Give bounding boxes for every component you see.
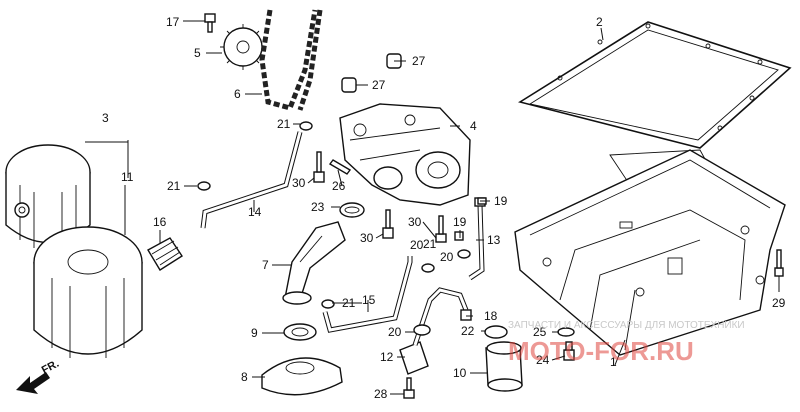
- callout-26: 26: [332, 179, 346, 193]
- oil-pump: [339, 103, 471, 206]
- callout-29: 29: [772, 296, 786, 310]
- callout-1: 1: [610, 355, 617, 369]
- callout-27a: 27: [412, 54, 426, 68]
- oil-strainer-pipe: [282, 221, 346, 305]
- callout-21d: 21: [423, 237, 437, 251]
- callout-17: 17: [166, 15, 180, 29]
- callout-20c: 20: [410, 238, 424, 252]
- callout-2: 2: [596, 15, 603, 29]
- direction-arrow-icon: [16, 372, 50, 394]
- callout-14: 14: [248, 205, 262, 219]
- sprocket-bolt: [204, 13, 216, 33]
- callout-19a: 19: [494, 194, 508, 208]
- callout-9: 9: [251, 326, 258, 340]
- callout-23: 23: [311, 200, 325, 214]
- oil-pump-chain: [259, 9, 323, 112]
- callout-21b: 21: [277, 117, 291, 131]
- callout-6: 6: [234, 87, 241, 101]
- callout-4: 4: [470, 119, 477, 133]
- bolt-18: [460, 309, 472, 321]
- callout-30b: 30: [360, 231, 374, 245]
- oil-pump-sprocket: [220, 24, 266, 70]
- watermark-tagline: ЗАПЧАСТИ И АКСЕССУАРЫ ДЛЯ МОТОТЕХНИКИ: [508, 320, 745, 331]
- bolt-28: [403, 377, 415, 399]
- bolt-29: [774, 249, 784, 277]
- callout-numbers: 1 2 3 4 5 6 7 8 9 10 11 12 13 14 15 16 1…: [102, 15, 786, 401]
- bolt-30-center: [382, 209, 394, 239]
- oil-pipe-b: [322, 256, 413, 333]
- callout-11: 11: [121, 170, 134, 184]
- leader-lines: [85, 20, 780, 395]
- callout-28: 28: [374, 387, 388, 401]
- callout-30c: 30: [408, 215, 422, 229]
- callout-22: 22: [461, 324, 475, 338]
- bolt-30-right: [435, 215, 447, 243]
- oil-pipe-a: [200, 131, 303, 229]
- seal-9: [283, 323, 317, 341]
- callout-25: 25: [533, 325, 547, 339]
- callout-15: 15: [362, 293, 376, 307]
- oil-pipe-13: [468, 197, 486, 281]
- callout-30a: 30: [292, 176, 306, 190]
- oil-strainer: [261, 357, 343, 396]
- callout-12: 12: [380, 350, 394, 364]
- collar-lower: [341, 77, 357, 93]
- direction-label: FR.: [40, 358, 61, 377]
- watermark-brand: MOTO-FOR.RU: [508, 336, 694, 366]
- callout-7: 7: [262, 258, 269, 272]
- callout-19b: 19: [453, 215, 467, 229]
- o-ring-23: [339, 202, 365, 218]
- washer-22: [484, 325, 508, 339]
- callout-21c: 21: [342, 296, 356, 310]
- callout-24: 24: [536, 353, 550, 367]
- callout-27b: 27: [372, 78, 386, 92]
- pin-26: [328, 159, 352, 175]
- callout-13: 13: [487, 233, 501, 247]
- pump-bolt: [313, 151, 325, 183]
- oil-pressure-switch: [485, 341, 523, 392]
- callout-20a: 20: [440, 250, 454, 264]
- small-parts: [197, 121, 487, 336]
- watermark: ЗАПЧАСТИ И АКСЕССУАРЫ ДЛЯ МОТОТЕХНИКИ MO…: [508, 320, 745, 366]
- oil-filter: [5, 144, 91, 248]
- oil-filter-stud: [147, 237, 183, 271]
- oil-pipe-12: [399, 287, 469, 375]
- callout-18: 18: [484, 309, 498, 323]
- callout-8: 8: [241, 370, 248, 384]
- callout-3: 3: [102, 111, 109, 125]
- callout-16: 16: [153, 215, 167, 229]
- drain-bolt-24: [563, 341, 575, 361]
- oil-pan: [514, 149, 786, 356]
- callout-10: 10: [453, 366, 467, 380]
- callout-20b: 20: [388, 325, 402, 339]
- callout-5: 5: [194, 46, 201, 60]
- callout-21a: 21: [167, 179, 181, 193]
- oil-filter-element: [33, 226, 143, 358]
